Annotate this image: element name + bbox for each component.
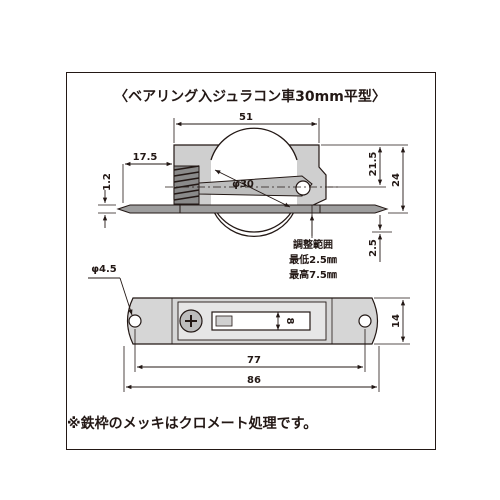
adjust-spring [173, 165, 200, 205]
adjust-screw [179, 309, 203, 333]
drawing-title: 〈ベアリング入ジュラコン車30mm平型〉 [114, 88, 386, 105]
dim-hole-diameter: φ4.5 [91, 264, 117, 275]
side-view: 51 17.5 1.2 φ30 21.5 24 2.5 調整範囲 最低2.5㎜ … [98, 112, 408, 281]
dim-height-total: 24 [391, 173, 402, 187]
adjust-range-max: 最高7.5㎜ [289, 268, 337, 281]
adjust-range-min: 最低2.5㎜ [289, 253, 337, 266]
drawing-frame [66, 72, 436, 450]
dim-height-inner: 21.5 [368, 152, 379, 177]
mount-hole-right [358, 314, 372, 328]
mount-hole-left [128, 314, 142, 328]
top-view: 8 φ4.5 14 77 86 [88, 264, 410, 392]
dim-wheel-diameter: φ30 [232, 179, 254, 190]
dim-hole-pitch: 77 [247, 355, 261, 366]
mounting-plate [116, 204, 389, 214]
dim-width-top: 51 [239, 112, 253, 123]
dim-plate-length: 86 [247, 375, 261, 386]
wheel-lower-arc [213, 211, 295, 238]
dim-plate-thickness: 1.2 [102, 173, 113, 191]
adjust-range-title: 調整範囲 [293, 238, 333, 251]
dim-slot-width: 8 [284, 318, 295, 325]
dim-plate-width: 14 [391, 314, 402, 328]
plating-note: ※鉄枠のメッキはクロメート処理です。 [67, 415, 317, 432]
wheel-slot [211, 311, 311, 331]
dim-offset-left: 17.5 [133, 152, 158, 163]
axle [295, 180, 311, 196]
dim-below-rail: 2.5 [368, 239, 379, 257]
